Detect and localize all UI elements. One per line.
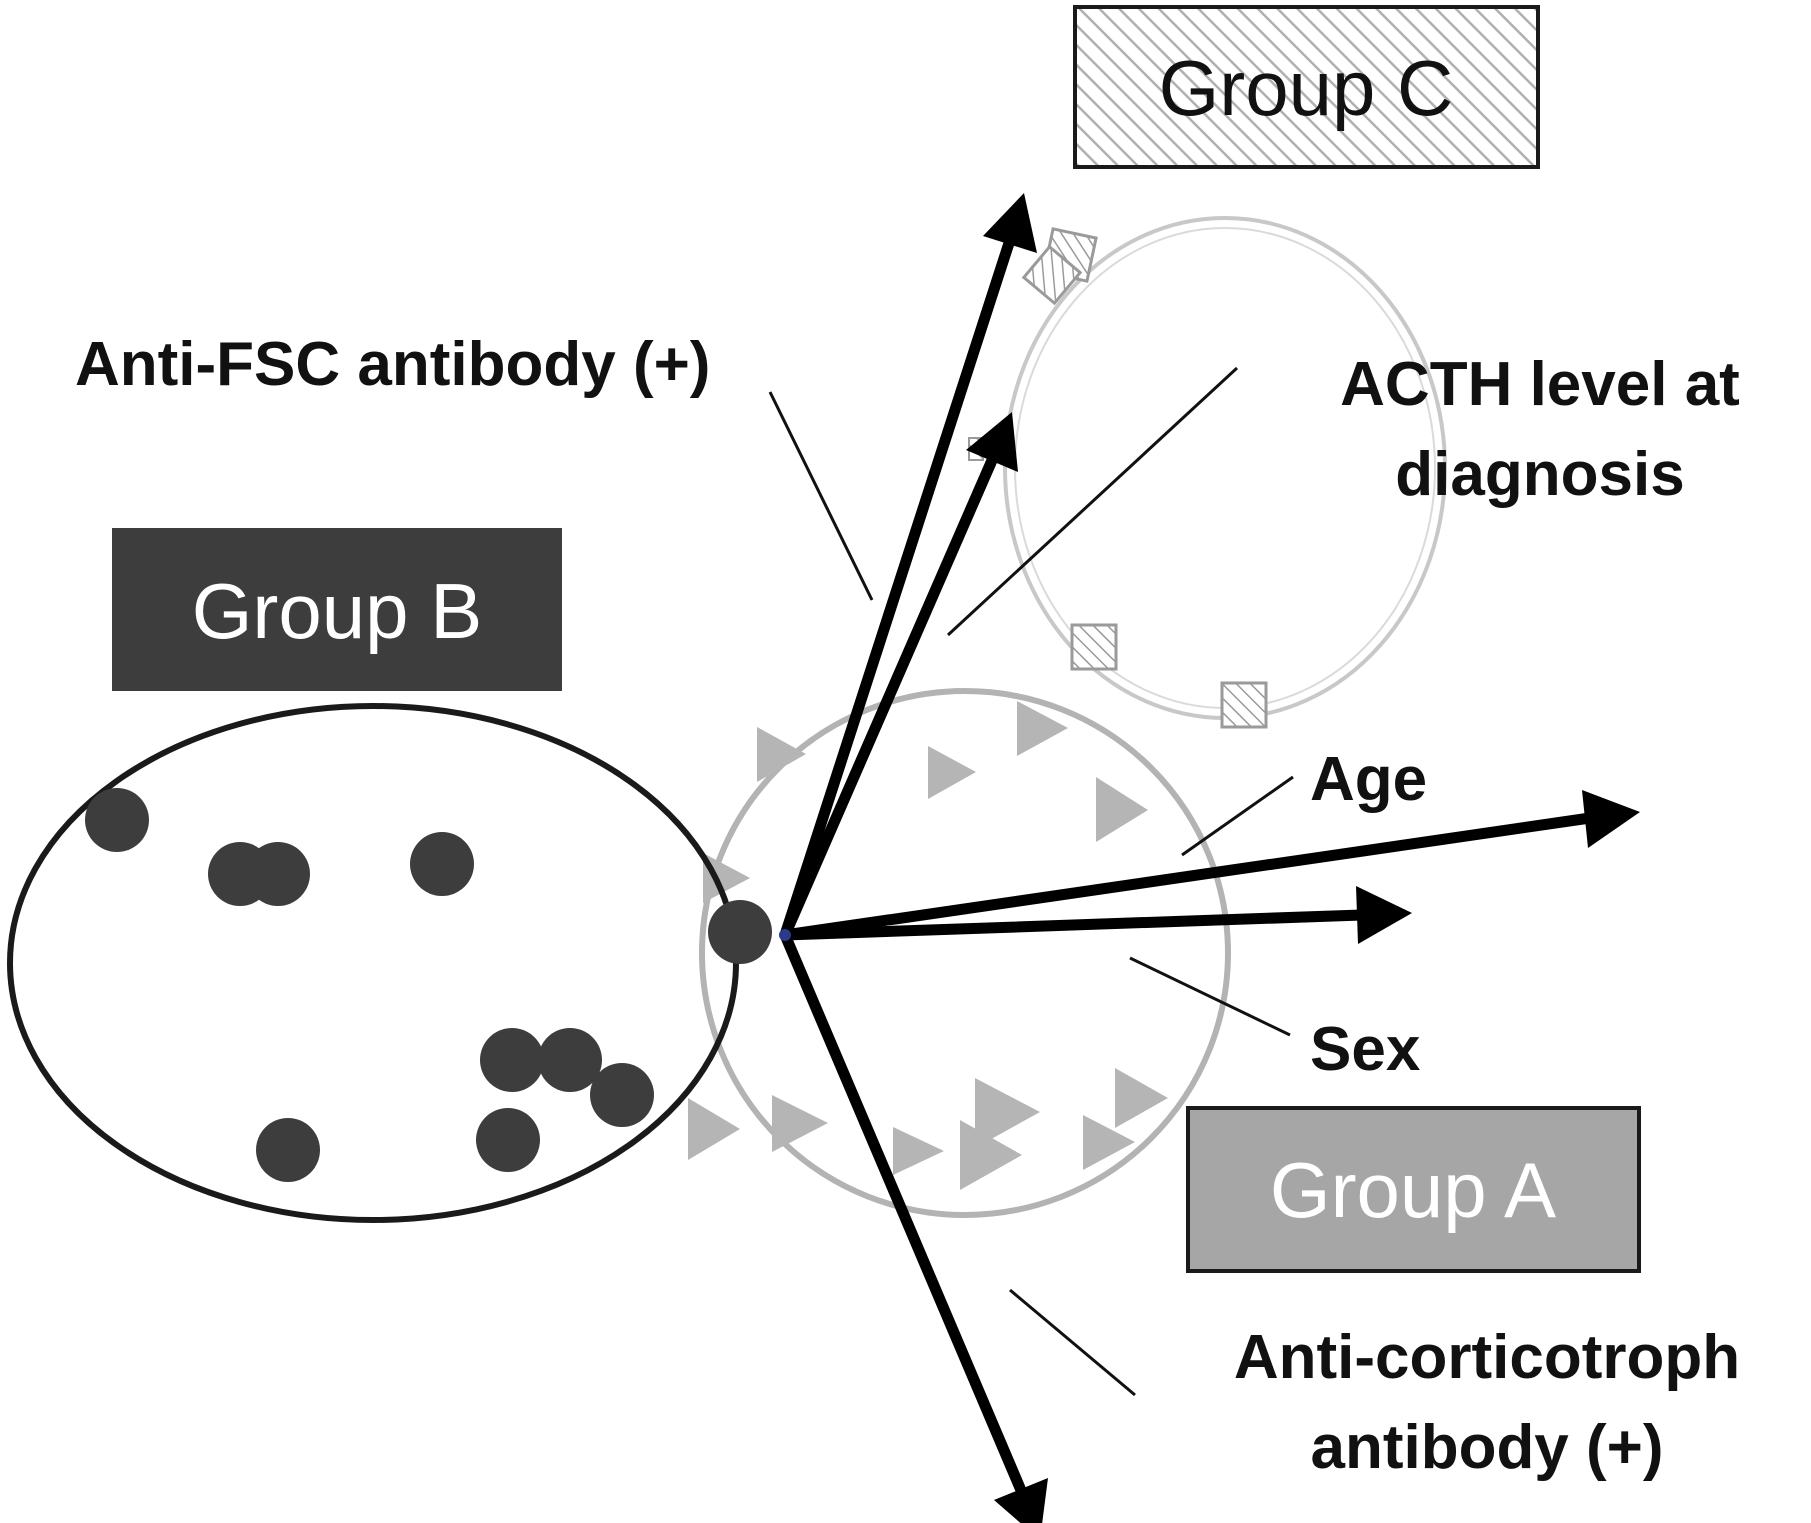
group-a-marker (703, 853, 750, 903)
group-b-marker (708, 900, 772, 964)
label-anti-corticotroph-line1: Anti-corticotroph (1234, 1323, 1740, 1392)
group-c-label-box: Group C (1073, 5, 1540, 169)
leader-anti-corticotroph (1009, 1288, 1136, 1397)
group-b-marker (246, 842, 310, 906)
label-anti-corticotroph-line2: antibody (+) (1310, 1413, 1663, 1482)
group-a-marker (975, 1078, 1040, 1148)
leader-acth (946, 366, 1239, 637)
vector-acth-arrow (779, 412, 1018, 941)
group-b-marker (480, 1028, 544, 1092)
group-a-marker (893, 1127, 944, 1175)
leader-sex (1129, 956, 1291, 1037)
group-c-marker (1220, 681, 1268, 729)
group-a-marker (1096, 777, 1148, 842)
group-b-ellipse (7, 703, 739, 1223)
group-a-label-box: Group A (1186, 1106, 1641, 1273)
group-a-marker (772, 1095, 828, 1152)
label-acth-line1: ACTH level at (1340, 350, 1740, 419)
loading-vectors (779, 193, 1640, 1523)
leader-anti-fsc (768, 391, 874, 601)
vector-origin (779, 929, 791, 941)
group-a-marker (928, 746, 976, 799)
label-acth-line2: diagnosis (1395, 440, 1684, 509)
group-b-marker (256, 1118, 320, 1182)
vector-anti-corticotroph-arrow (779, 929, 1048, 1523)
group-a-marker (1017, 701, 1068, 756)
group-a-marker (688, 1098, 740, 1160)
group-c-marker (1070, 623, 1118, 671)
group-b-label: Group B (192, 567, 482, 655)
group-b-marker (85, 788, 149, 852)
group-a-ellipse (699, 688, 1231, 1218)
group-a-markers (688, 701, 1168, 1190)
group-a-marker (1083, 1115, 1135, 1170)
group-b-markers (85, 788, 772, 1182)
leader-age (1181, 775, 1294, 857)
group-b-label-box: Group B (112, 528, 562, 691)
vector-anti-fsc-arrow (779, 193, 1037, 941)
leader-lines (768, 366, 1294, 1397)
group-c-marker (1021, 244, 1083, 306)
group-a-marker (1115, 1068, 1168, 1128)
group-a-marker (757, 727, 806, 782)
vector-age-arrow (779, 790, 1640, 941)
label-age: Age (1310, 745, 1427, 814)
group-b-marker (538, 1028, 602, 1092)
group-b-marker (410, 832, 474, 896)
label-anti-fsc: Anti-FSC antibody (+) (75, 330, 710, 399)
group-b-marker (590, 1063, 654, 1127)
label-sex: Sex (1310, 1015, 1421, 1084)
vector-sex-arrow (779, 886, 1412, 944)
group-b-marker (476, 1108, 540, 1172)
group-a-label: Group A (1270, 1146, 1556, 1234)
group-c-label: Group C (1159, 44, 1454, 132)
